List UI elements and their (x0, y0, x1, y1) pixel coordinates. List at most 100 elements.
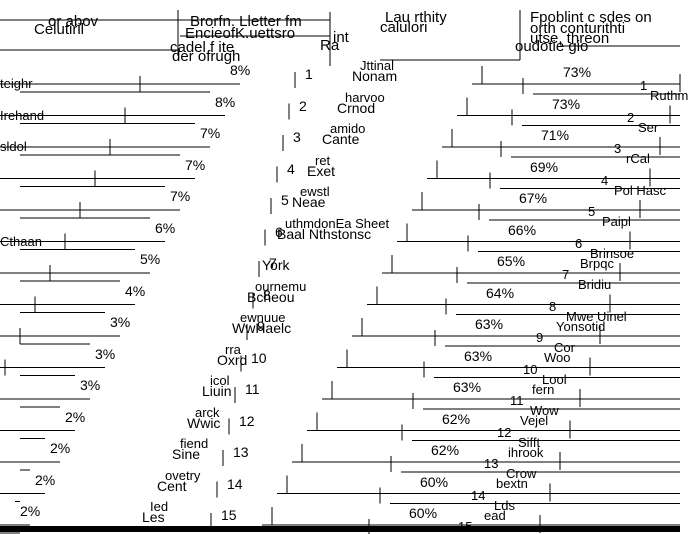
right-fragment: Wow (530, 403, 559, 418)
right-percent: 63% (475, 316, 504, 332)
right-fragment: Ser (638, 119, 659, 135)
right-fragment: Brinsoe (590, 245, 635, 261)
right-fragment: Bridiu (578, 277, 612, 292)
left-ghost-label: sldol (0, 139, 27, 154)
right-rank-number: 4 (601, 172, 609, 188)
header-fragment: Fpoblint c sdes on (530, 9, 652, 26)
right-fragment: Lds (494, 497, 515, 513)
right-fragment: Yonsotid (556, 318, 606, 334)
right-fragment: Crow (506, 466, 537, 481)
right-rank-number: 5 (588, 204, 596, 219)
right-fragment: Mwe Uinel (566, 308, 627, 324)
right-fragment: ead (484, 507, 506, 523)
city-name: York (262, 257, 290, 273)
city-ghost-text: rra (225, 341, 241, 357)
header-fragment: orth conturithti (530, 20, 626, 37)
city-ghost-text: ret (315, 152, 331, 168)
city-name: Exet (307, 162, 336, 179)
rank-number: 3 (293, 129, 301, 145)
right-fragment: Pol Hasc (614, 182, 667, 198)
left-percent: 3% (80, 377, 101, 393)
right-rank-number: 6 (575, 235, 583, 251)
city-name: Liuin (202, 383, 232, 399)
right-rank-number: 3 (614, 141, 622, 156)
right-percent: 69% (530, 158, 559, 175)
header-fragment: or abov (48, 13, 99, 30)
left-percent: 7% (185, 156, 206, 173)
right-rank-number: 10 (523, 361, 538, 377)
right-rank-number: 7 (562, 267, 570, 282)
header-fragment: der ofrugh (172, 48, 241, 65)
city-name: Les (142, 509, 165, 525)
right-fragment: Paipl (602, 214, 631, 229)
header-fragment: oudotie gio (515, 38, 589, 55)
header-fragment: Ra (320, 37, 340, 54)
right-rank-number: 14 (471, 487, 486, 503)
rank-number: 13 (233, 444, 249, 460)
rank-number: 14 (227, 475, 243, 492)
right-percent: 60% (420, 473, 449, 490)
right-percent: 71% (541, 127, 570, 143)
header-fragment: Lau rthity (385, 9, 447, 26)
right-fragment: rCal (626, 151, 650, 166)
right-percent: 63% (464, 347, 493, 364)
city-ghost-text: ewnuue (240, 310, 286, 325)
header-fragment: int (333, 29, 349, 46)
right-percent: 73% (563, 64, 592, 80)
city-name: WwHaelc (232, 320, 292, 336)
right-percent: 64% (486, 284, 515, 301)
city-name: Cante (322, 131, 360, 147)
right-fragment: Brpqc (580, 255, 614, 271)
rank-number: 12 (239, 412, 255, 429)
right-rank-number: 2 (627, 109, 635, 125)
right-rank-number: 11 (510, 393, 524, 408)
left-ghost-label: teighr (0, 76, 33, 91)
rank-number: 2 (299, 97, 307, 114)
city-name: Neae (292, 194, 326, 210)
right-fragment: Vejel (520, 413, 549, 428)
right-percent: 60% (409, 505, 438, 521)
right-fragment: Woo (544, 350, 571, 365)
city-ghost-text: Ied (150, 499, 169, 514)
header-fragment: utse, threon (530, 30, 610, 47)
left-percent: 7% (170, 188, 191, 204)
left-percent: 5% (140, 251, 161, 267)
rank-number: 11 (245, 381, 260, 397)
rank-number: 4 (287, 160, 295, 177)
left-percent: 8% (215, 93, 236, 110)
left-percent: 2% (65, 408, 86, 425)
right-percent: 62% (442, 410, 471, 427)
bottom-bar (0, 526, 680, 532)
right-percent: 67% (519, 190, 548, 206)
city-name: Crnod (337, 99, 376, 116)
rank-number: 9 (257, 318, 265, 334)
city-ghost-text: ovetry (165, 467, 201, 483)
right-percent: 66% (508, 221, 537, 238)
city-ghost-text: arck (195, 404, 220, 420)
rank-number: 8 (263, 286, 271, 303)
right-fragment: fern (532, 381, 555, 397)
header-fragment: Brorfn. Lletter fm (190, 13, 302, 30)
rank-number: 10 (251, 349, 267, 366)
city-ghost-text: harvoo (345, 89, 385, 105)
city-ghost-text: Jttinal (360, 58, 394, 73)
left-percent: 3% (110, 314, 131, 330)
right-percent: 65% (497, 253, 526, 269)
city-ghost-text: fiend (180, 436, 209, 451)
city-name: Oxrd (217, 351, 248, 368)
left-percent: 3% (95, 345, 116, 362)
rank-number: 7 (269, 255, 277, 271)
left-ghost-label: Cthaan (0, 233, 42, 249)
left-percent: 2% (20, 503, 41, 519)
right-rank-number: 13 (484, 456, 499, 471)
rank-number: 1 (305, 66, 313, 82)
right-percent: 62% (431, 442, 460, 458)
left-ghost-label: Irehand (0, 107, 45, 123)
left-percent: 2% (50, 440, 71, 456)
right-percent: 63% (453, 379, 482, 395)
rank-number: 15 (221, 507, 237, 523)
city-ghost-text: icol (210, 373, 230, 388)
left-percent: 8% (230, 62, 251, 78)
